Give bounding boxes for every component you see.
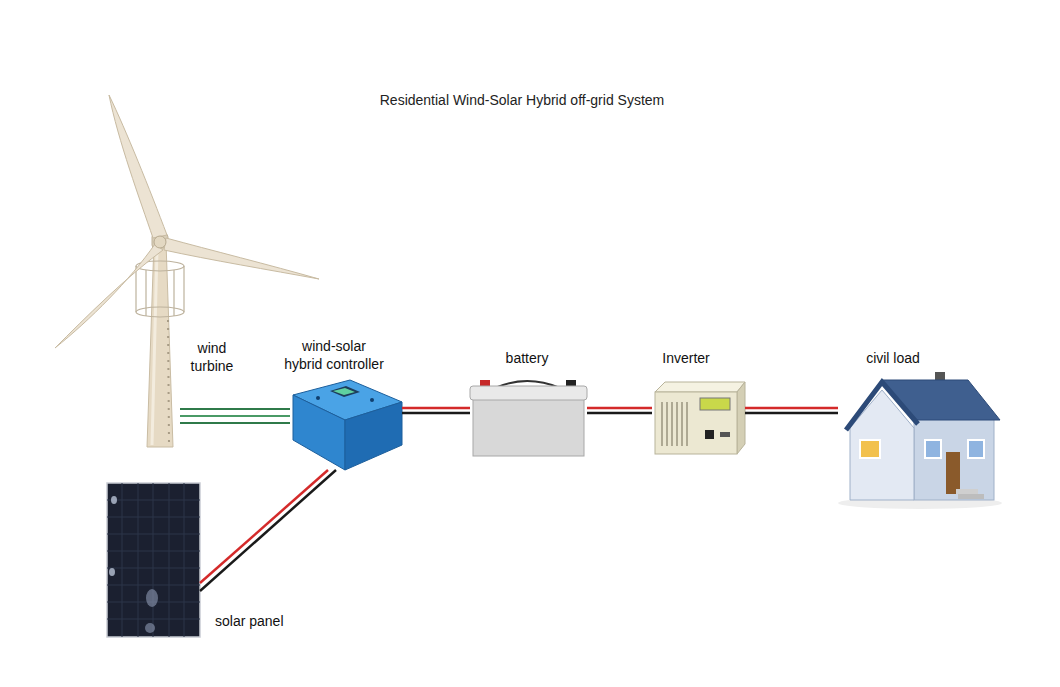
wire-connector <box>402 408 470 413</box>
controller-figure-part <box>370 398 374 402</box>
solar-panel-figure-part <box>107 483 200 637</box>
component-label: wind-solar hybrid controller <box>283 337 386 373</box>
solar-panel-figure-part-part <box>153 483 154 637</box>
component-label: battery <box>482 349 572 367</box>
solar-panel-figure-part <box>111 496 117 504</box>
wire-line <box>180 422 290 424</box>
component-node: wind-solar hybrid controller <box>290 380 402 470</box>
inverter-figure-part-part <box>681 402 683 446</box>
wind-turbine-figure-part <box>136 307 184 317</box>
house-figure <box>838 372 1002 509</box>
controller-figure-part <box>293 395 345 470</box>
wind-turbine-figure-part <box>55 244 163 348</box>
wire-connector <box>180 409 290 423</box>
inverter-figure <box>655 382 745 454</box>
wire-connector <box>200 470 336 591</box>
inverter-figure-part <box>662 402 687 446</box>
wind-turbine-figure-part <box>164 238 319 279</box>
inverter-figure-part <box>737 382 745 454</box>
wind-turbine-figure-part <box>183 266 184 312</box>
house-figure-part <box>914 416 994 500</box>
inverter-figure-part-part <box>676 402 678 446</box>
wire-connector <box>745 408 838 413</box>
wind-turbine-figure <box>55 95 319 447</box>
component-node: battery <box>470 388 587 456</box>
wind-turbine-figure-part <box>154 236 166 248</box>
controller-figure-part <box>333 388 355 395</box>
solar-panel-figure-part <box>109 568 115 576</box>
solar-panel-figure <box>107 483 200 637</box>
controller-figure-part <box>316 396 320 400</box>
house-figure-part <box>846 382 918 430</box>
wire-line <box>587 412 652 415</box>
house-figure-part <box>946 452 960 494</box>
inverter-figure-part-part <box>686 402 688 446</box>
solar-panel-figure-part <box>145 623 155 633</box>
wire-line <box>180 415 290 417</box>
wind-turbine-figure-part <box>173 270 174 316</box>
wire-line <box>745 407 838 410</box>
inverter-figure-part <box>705 430 714 439</box>
battery-figure-part <box>470 386 587 400</box>
wind-turbine-figure-part <box>135 266 136 312</box>
inverter-figure-part-part <box>671 402 673 446</box>
inverter-figure-part-part <box>666 402 668 446</box>
wire-connector <box>587 408 652 413</box>
component-label: wind turbine <box>177 339 247 375</box>
house-figure-part <box>958 494 984 499</box>
component-node: solar panel <box>107 483 200 637</box>
house-figure-part <box>968 440 984 458</box>
controller-figure-part <box>345 402 402 470</box>
wire-line <box>402 407 470 410</box>
controller-figure-part <box>330 386 360 397</box>
inverter-figure-part <box>700 398 730 410</box>
inverter-figure-part <box>655 392 737 454</box>
wind-turbine-figure-part <box>145 270 146 316</box>
solar-panel-figure-part <box>107 483 200 637</box>
house-figure-part <box>925 440 941 458</box>
wire-line <box>587 407 652 410</box>
battery-figure <box>470 380 587 456</box>
wind-turbine-figure-part <box>109 95 167 238</box>
component-label: civil load <box>843 349 943 367</box>
wire-line <box>200 470 328 583</box>
wire-line <box>200 470 336 591</box>
diagram-title: Residential Wind-Solar Hybrid off-grid S… <box>380 92 665 108</box>
solar-panel-figure-part-part <box>122 483 123 637</box>
wire-line <box>180 408 290 410</box>
wind-turbine-figure-part <box>147 242 173 447</box>
wind-turbine-figure-part <box>152 250 157 445</box>
solar-panel-figure-part-part <box>169 483 170 637</box>
component-node: Inverter <box>652 383 745 455</box>
house-figure-part <box>956 489 978 494</box>
house-figure-part <box>860 440 880 458</box>
wire-line <box>402 412 470 415</box>
component-node: civil load <box>838 378 1000 505</box>
inverter-figure-part-part <box>661 402 663 446</box>
component-node: wind turbine <box>140 232 180 448</box>
inverter-figure-part <box>720 432 730 437</box>
wind-turbine-figure-part <box>168 320 169 444</box>
solar-panel-figure-part-part <box>184 483 185 637</box>
solar-panel-figure-part-part <box>138 483 139 637</box>
controller-figure <box>293 380 402 470</box>
solar-panel-figure-part <box>146 589 158 607</box>
inverter-figure-part <box>655 382 745 392</box>
battery-figure-part <box>473 398 584 456</box>
component-label: Inverter <box>641 349 731 367</box>
component-label: solar panel <box>215 612 315 630</box>
wire-line <box>745 412 838 415</box>
